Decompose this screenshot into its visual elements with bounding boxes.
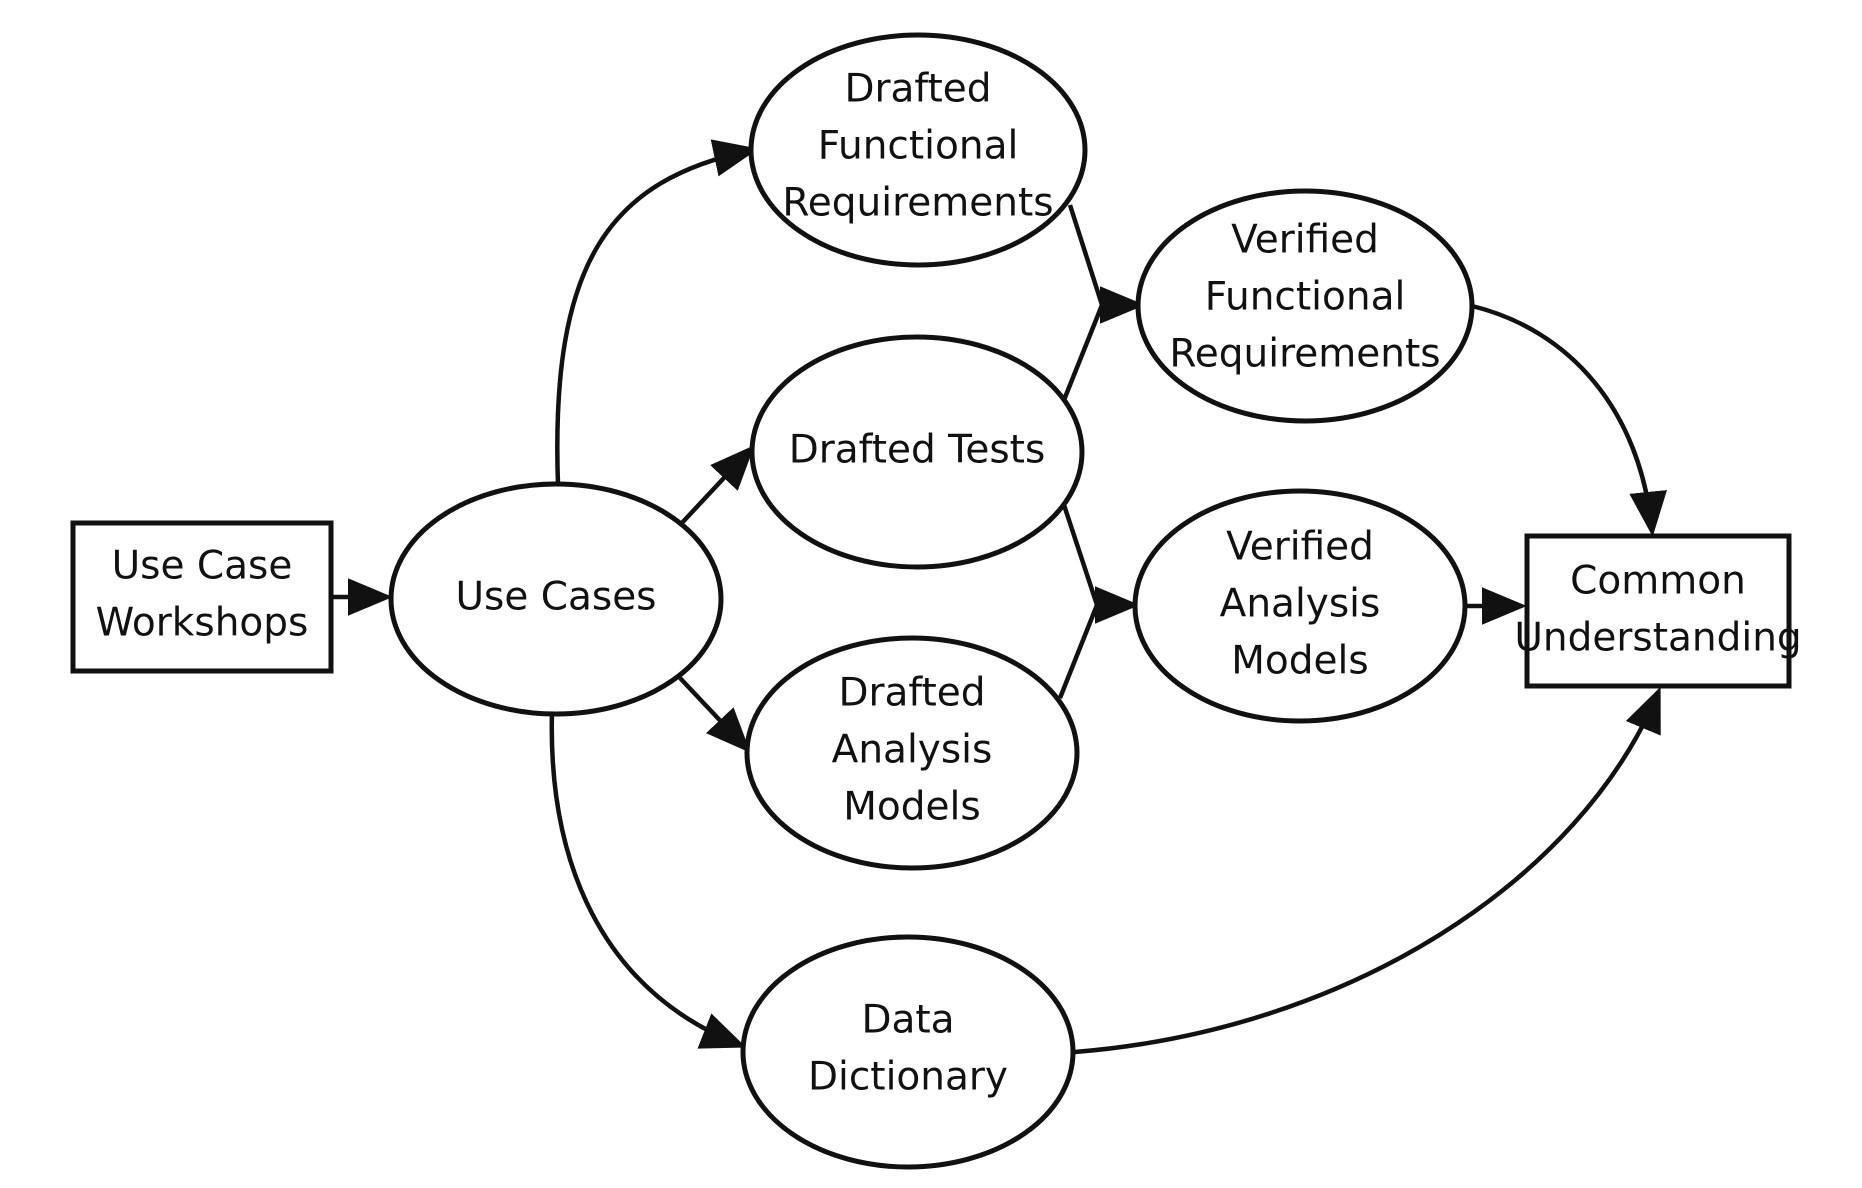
edge-drafted-functional-requirements-to-merge [1067,204,1105,306]
edge-use-cases-to-drafted-tests [678,445,755,527]
node-drafted-analysis-models-ellipse [744,635,1080,871]
node-label-line: Models [1231,639,1368,684]
node-use-cases-ellipse [388,481,724,717]
node-data-dictionary-ellipse [740,934,1076,1170]
node-label-line: Functional [1205,275,1406,320]
node-data-dictionary: Data Dictionary [740,934,1076,1170]
node-label-line: Verified [1226,525,1374,570]
node-drafted-functional-requirements-ellipse [748,32,1088,268]
edge-drafted-analysis-models-to-merge [1057,604,1100,699]
node-label-line: Use Cases [455,575,656,620]
node-label-line: Common [1570,559,1746,604]
node-drafted-functional-requirements: Drafted Functional Requirements [748,32,1088,268]
node-label-line: Drafted [844,67,991,112]
node-label-line: Understanding [1514,616,1801,661]
node-verified-functional-requirements: Verified Functional Requirements [1135,188,1475,424]
node-label-line: Verified [1231,218,1379,263]
node-label-line: Requirements [782,181,1053,226]
edge-drafted-tests-to-verified-analysis-models [1061,504,1140,624]
node-label-line: Drafted [838,671,985,716]
edge-data-dictionary-to-common-understanding [1074,686,1661,1055]
edge-drafted-tests-to-verified-functional-requirements [1061,286,1145,401]
node-label-line: Functional [818,124,1019,169]
node-label-line: Data [861,998,954,1043]
node-drafted-tests: Drafted Tests [749,334,1085,570]
node-label-line: Requirements [1169,332,1440,377]
node-drafted-tests-ellipse [749,334,1085,570]
node-label-line: Drafted Tests [789,428,1046,473]
edge-use-cases-to-data-dictionary [549,711,747,1049]
node-label-line: Analysis [1220,582,1381,627]
node-use-cases: Use Cases [388,481,724,717]
node-label-line: Workshops [96,601,309,646]
node-label-line: Dictionary [808,1055,1008,1100]
node-verified-analysis-models: Verified Analysis Models [1132,488,1468,724]
node-label-line: Analysis [832,728,993,773]
node-label-line: Use Case [112,544,293,589]
node-use-case-workshops: Use Case Workshops [70,520,334,674]
node-use-case-workshops-box [70,520,334,674]
node-common-understanding: Common Understanding [1514,533,1802,689]
node-verified-functional-requirements-ellipse [1135,188,1475,424]
node-common-understanding-box [1524,533,1792,689]
node-drafted-analysis-models: Drafted Analysis Models [744,635,1080,871]
edge-use-cases-to-drafted-functional-requirements [555,139,759,486]
edge-use-cases-to-drafted-analysis-models [678,676,751,753]
nodes-layer: Use Case Workshops Use Cases Drafted Fun… [70,32,1802,1170]
node-label-line: Models [843,785,980,830]
node-verified-analysis-models-ellipse [1132,488,1468,724]
edge-verified-functional-requirements-to-common-understanding [1471,303,1667,537]
edges-layer [333,139,1667,1055]
